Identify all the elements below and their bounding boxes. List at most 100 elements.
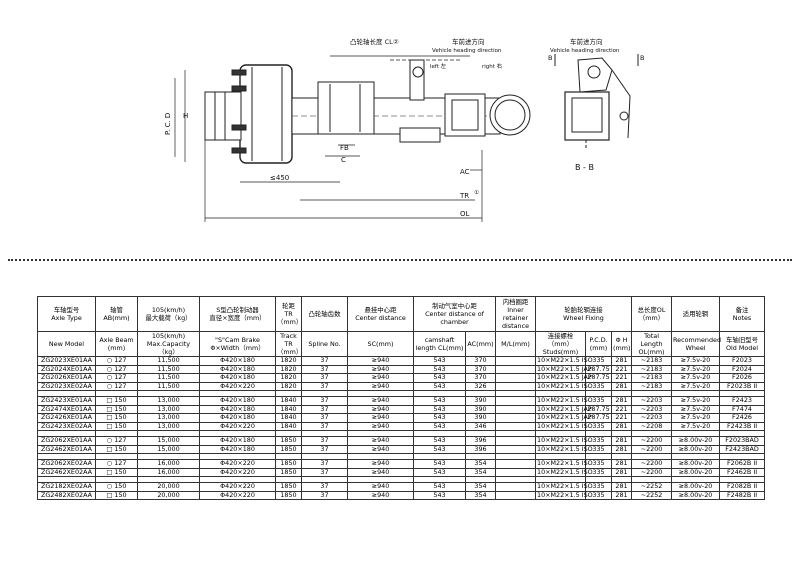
heading-cn-label: 车前进方向 [452,37,485,46]
table-spacer-cell [464,476,497,483]
table-cell: 354 [464,459,497,469]
dimension-lines [174,70,483,222]
table-cell: 1850 [275,459,302,469]
table-spacer-cell [464,430,497,437]
table-cell: 20,000 [137,490,200,500]
table-cell: 13,000 [137,413,200,423]
table-cell: Φ420×220 [199,459,276,469]
table-cell: F2023 [719,356,766,366]
table-cell [495,373,537,383]
table-cell: ≥940 [347,373,414,383]
table-cell [495,490,537,500]
table-cell: 281 [611,421,633,431]
table-cell: F2023BAD [719,436,766,446]
table-cell: ~2252 [631,482,673,492]
table-cell: 543 [413,482,466,492]
table-cell: F2023B II [719,381,766,391]
table-cell: ~2183 [631,356,673,366]
table-cell: 15,000 [137,444,200,454]
table-cell: 390 [464,396,497,406]
table-cell: 370 [464,356,497,366]
table-cell: □ 150 [95,467,138,477]
table-cell [495,413,537,423]
table-cell: 287.75 [585,373,613,383]
table-cell: 10×M22×1.5 ISO [535,482,593,492]
wheel-studs [231,69,247,154]
dim-c: C [341,156,346,164]
chamber-bracket [399,59,441,143]
table-cell: 1840 [275,413,302,423]
cam-note-label: ② [393,38,399,46]
table-cell: ≥940 [347,436,414,446]
table-cell: ≥7.5v-20 [671,381,721,391]
table-cell [495,482,537,492]
table-cell: ≥7.5v-20 [671,373,721,383]
table-cell: 1850 [275,482,302,492]
table-cell: 37 [301,396,348,406]
table-cell [495,436,537,446]
th-brake: S型凸轮制动器直径×宽度（mm） [199,296,276,332]
table-cell: F2026 [719,373,766,383]
table-cell: 543 [413,459,466,469]
table-cell: 37 [301,381,348,391]
section-mark-right: B [640,54,644,62]
table-cell: 10×M22×1.5 ISO [535,356,593,366]
table-cell: ≥940 [347,381,414,391]
table-cell: 13,000 [137,396,200,406]
table-spacer-cell [611,430,633,437]
th-rim: 适用轮辋 [671,296,721,332]
table-cell: 10×M22×1.5 ISO [535,490,593,500]
table-cell: ZG2182XE02AA [37,482,96,492]
dim-fb: FB [340,144,349,152]
th2-wheel: Recommended Wheel [671,331,721,357]
table-cell: 326 [464,381,497,391]
table-cell: Φ420×220 [199,482,276,492]
table-cell: 390 [464,413,497,423]
table-cell: 11,500 [137,356,200,366]
table-cell: 10×M22×1.5 JAP [535,413,592,423]
table-cell: Φ420×220 [199,467,276,477]
th2-pcd: P.C.D. (mm) [585,331,613,357]
table-cell: Φ420×180 [199,396,276,406]
heading-en-label-2: Vehicle heading direction [550,48,620,54]
table-cell: ZG2423XE02AA [37,421,96,431]
table-spacer-cell [464,390,497,397]
table-cell: Φ420×180 [199,413,276,423]
table-cell: ZG2062XE01AA [37,436,96,446]
table-spacer-row [37,430,766,437]
axle-technical-drawing: 凸轮轴长度 CL ② 车前进方向 Vehicle heading directi… [164,37,644,222]
dim-h: H [183,112,188,120]
table-cell: ~2200 [631,444,673,454]
brake-drum [239,64,293,164]
dotted-separator [8,259,792,261]
table-cell: ~2183 [631,381,673,391]
cam-length-label: 凸轮轴长度 CL [350,37,393,46]
table-cell: ≥7.5v-20 [671,413,721,423]
th2-ml: M/L(mm) [495,331,537,357]
table-cell: 37 [301,490,348,500]
table-spacer-cell [611,476,633,483]
table-cell: ≥940 [347,356,414,366]
table-cell: 37 [301,356,348,366]
table-cell: 543 [413,444,466,454]
table-cell: 543 [413,396,466,406]
table-cell: ≥940 [347,459,414,469]
cl-dimension [330,55,470,61]
table-spacer-cell [719,430,766,437]
table-cell [495,396,537,406]
table-cell: Φ420×220 [199,381,276,391]
table-cell: F2082B II [719,482,766,492]
section-b-b-view [554,54,639,150]
table-cell: 281 [611,490,633,500]
table-cell: ≥8.00v-20 [671,482,721,492]
table-cell: 370 [464,373,497,383]
table-cell: 281 [611,482,633,492]
